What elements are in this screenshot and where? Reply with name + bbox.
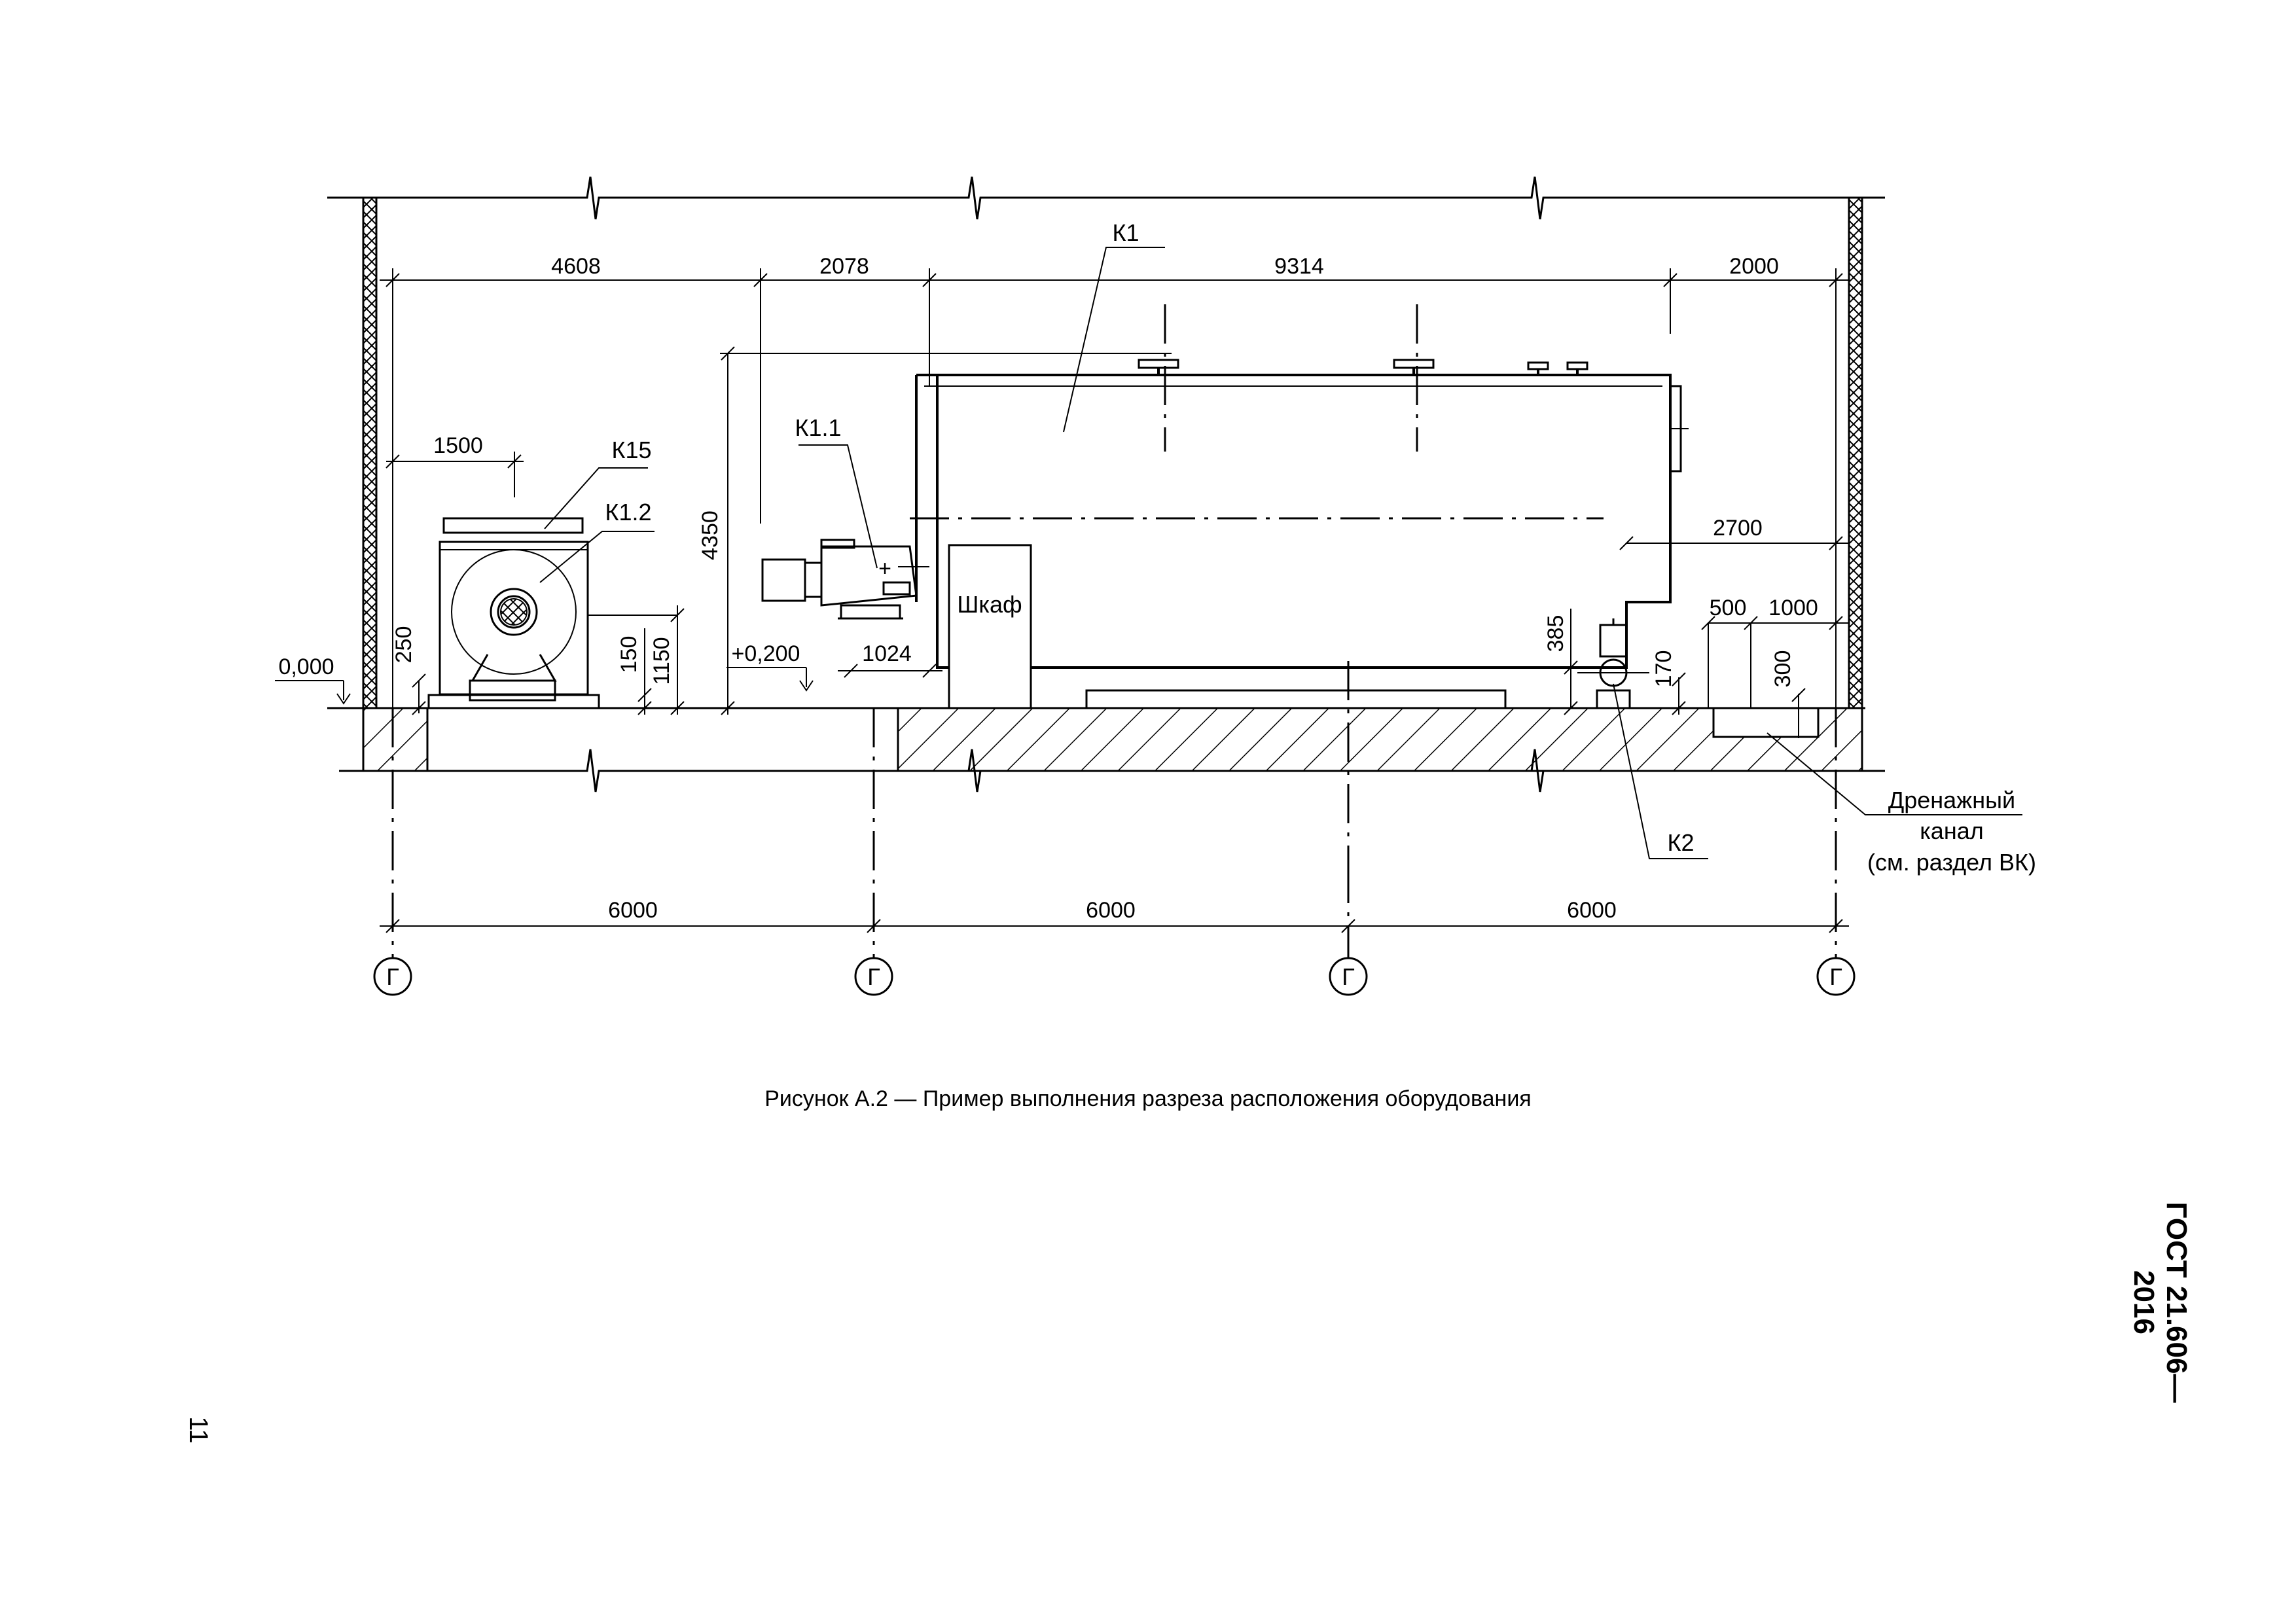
drain-label-3: (см. раздел ВК)	[1867, 849, 2036, 876]
axis-dim-2: 6000	[1086, 898, 1136, 923]
dim-4608: 4608	[551, 254, 601, 279]
axis-marker-3: Г	[1329, 957, 1368, 996]
dim-1000: 1000	[1768, 596, 1818, 620]
burner-k11	[761, 539, 918, 620]
label-k11: К1.1	[795, 414, 841, 441]
axis-marker-2: Г	[854, 957, 893, 996]
cabinet-label: Шкаф	[957, 591, 1022, 618]
dim-385: 385	[1543, 615, 1568, 652]
dim-2078: 2078	[819, 254, 869, 279]
level-plus: +0,200	[732, 641, 800, 666]
left-wall	[362, 196, 378, 709]
label-k15: К15	[611, 437, 651, 463]
boiler-k1	[915, 359, 1689, 709]
figure-caption: Рисунок А.2 — Пример выполнения разреза …	[764, 1086, 1532, 1111]
dim-4350: 4350	[698, 510, 723, 560]
svg-text:Г: Г	[1342, 963, 1355, 990]
dim-1150: 1150	[649, 637, 674, 685]
label-k1: К1	[1113, 219, 1139, 246]
axis-marker-1: Г	[373, 957, 412, 996]
top-break-line	[327, 176, 1885, 220]
dim-1500: 1500	[433, 433, 483, 458]
label-k2: К2	[1668, 829, 1695, 856]
level-zero: 0,000	[278, 654, 334, 679]
burner-plus-mark: +	[878, 556, 891, 581]
axis-dim-1: 6000	[608, 898, 658, 923]
svg-text:Г: Г	[386, 963, 399, 990]
dim-250: 250	[391, 626, 416, 664]
drain-label-2: канал	[1920, 817, 1983, 844]
dim-300: 300	[1770, 651, 1795, 688]
standard-designation: ГОСТ 21.606—2016	[2128, 1202, 2193, 1403]
dim-2700: 2700	[1713, 516, 1763, 541]
dim-1024: 1024	[862, 641, 912, 666]
fan-k15	[427, 517, 677, 709]
dim-9314: 9314	[1274, 254, 1324, 279]
pump-k2	[1577, 618, 1649, 709]
drain-label-1: Дренажный	[1888, 787, 2015, 813]
dim-500: 500	[1710, 596, 1747, 620]
top-dimension-chain	[380, 273, 1849, 287]
axis-dim-3: 6000	[1567, 898, 1617, 923]
page-number: 11	[184, 1416, 213, 1444]
dim-170: 170	[1651, 651, 1676, 688]
dim-2000: 2000	[1729, 254, 1779, 279]
right-wall	[1848, 196, 1863, 709]
cabinet	[948, 544, 1032, 709]
svg-text:Г: Г	[1829, 963, 1842, 990]
label-k12: К1.2	[605, 499, 651, 526]
axis-marker-4: Г	[1816, 957, 1856, 996]
dim-150: 150	[617, 636, 641, 673]
svg-text:Г: Г	[867, 963, 880, 990]
axis-dimension-chain	[380, 919, 1849, 933]
